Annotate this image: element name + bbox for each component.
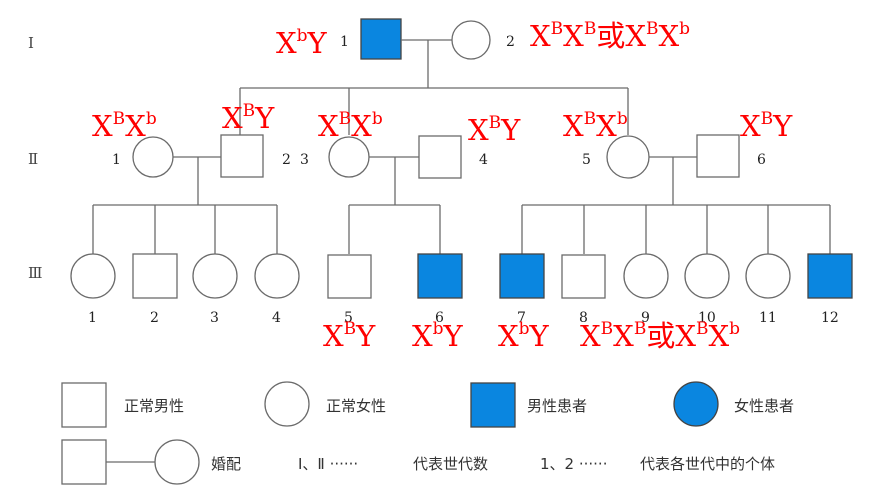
individual-II-4-male — [418, 135, 462, 179]
individual-number: 1 — [112, 152, 121, 168]
legend-marriage-label: 婚配 — [211, 455, 241, 473]
individual-III-4-female — [254, 253, 300, 299]
legend-generation-symbols: Ⅰ、Ⅱ ······ — [298, 455, 358, 473]
individual-number: 6 — [757, 152, 766, 168]
individual-number: 12 — [821, 310, 839, 326]
individual-number: 5 — [582, 152, 591, 168]
genotype-I-1: XbY — [276, 26, 328, 60]
legend-individual-symbols: 1、2 ······ — [540, 455, 607, 473]
genotype-III-6: XbY — [412, 319, 464, 353]
individual-number: 3 — [300, 152, 309, 168]
individual-number: 9 — [641, 310, 650, 326]
individual-number: 11 — [759, 310, 777, 326]
generation-label-II: Ⅱ — [28, 150, 38, 168]
legend: 正常男性 正常女性 男性患者 女性患者 婚配 Ⅰ、Ⅱ ······ 代表世代数 … — [61, 381, 794, 485]
individual-number: 7 — [517, 310, 526, 326]
generation-label-I: Ⅰ — [28, 34, 34, 52]
individual-III-8-male — [561, 254, 606, 299]
legend-normal-male-symbol — [61, 382, 107, 428]
generation-label-III: Ⅲ — [28, 264, 42, 282]
individual-III-5-male — [327, 254, 372, 299]
genotype-annotations: XbY XBXB或XBXb XBXb XBY XBXb XBY XBXb XBY… — [92, 19, 793, 353]
individual-III-12-affected-male — [807, 253, 853, 299]
legend-normal-male-label: 正常男性 — [124, 397, 184, 415]
individual-number: 3 — [210, 310, 219, 326]
individual-I-1-affected-male — [360, 18, 402, 60]
legend-affected-female-symbol — [673, 381, 719, 427]
individual-number: 4 — [272, 310, 281, 326]
individual-III-10-female — [684, 253, 730, 299]
individual-number: 2 — [506, 34, 515, 50]
legend-affected-male-label: 男性患者 — [527, 397, 587, 415]
individual-III-3-female — [192, 253, 238, 299]
genotype-III-5: XBY — [323, 319, 376, 353]
individual-II-1-female — [132, 136, 174, 178]
individual-number: 5 — [344, 310, 353, 326]
legend-normal-female-symbol — [264, 381, 310, 427]
legend-individual-meaning: 代表各世代中的个体 — [640, 455, 775, 473]
legend-affected-female-label: 女性患者 — [734, 397, 794, 415]
individual-III-7-affected-male — [499, 253, 545, 299]
gen-II: 1 2 3 4 5 6 — [92, 134, 831, 254]
individual-III-6-affected-male — [417, 253, 463, 299]
genotype-III-8: XBXB或XBXb — [580, 319, 740, 353]
individual-III-9-female — [623, 253, 669, 299]
genotype-II-2: XBY — [222, 101, 275, 135]
legend-affected-male-symbol — [470, 382, 516, 428]
individual-number: 1 — [88, 310, 97, 326]
genotype-II-1: XBXb — [92, 109, 157, 143]
legend-marriage-female-symbol — [154, 439, 200, 485]
legend-generation-meaning: 代表世代数 — [413, 455, 488, 473]
individual-number: 6 — [435, 310, 444, 326]
legend-normal-female-label: 正常女性 — [326, 397, 386, 415]
individual-number: 8 — [579, 310, 588, 326]
individual-I-2-female — [451, 20, 491, 60]
individual-number: 4 — [479, 152, 488, 168]
gen-I: 1 2 — [239, 18, 629, 135]
individual-III-2-male — [132, 253, 178, 299]
legend-marriage-male-symbol — [61, 439, 107, 485]
individual-III-11-female — [745, 253, 791, 299]
individual-number: 1 — [340, 34, 349, 50]
genotype-II-5: XBXb — [563, 109, 628, 143]
individual-number: 10 — [698, 310, 716, 326]
individual-II-6-male — [696, 134, 740, 178]
individual-III-1-female — [70, 253, 116, 299]
individual-II-3-female — [328, 136, 370, 178]
genotype-II-3: XBXb — [318, 109, 383, 143]
individual-number: 2 — [282, 152, 291, 168]
genotype-I-2: XBXB或XBXb — [530, 19, 690, 53]
genotype-III-7: XbY — [498, 319, 550, 353]
individual-II-2-male — [220, 134, 264, 178]
genotype-II-6: XBY — [740, 109, 793, 143]
individual-number: 2 — [150, 310, 159, 326]
genotype-II-4: XBY — [468, 113, 521, 147]
gen-III: 1 2 3 4 5 6 7 8 9 10 11 12 — [70, 253, 853, 326]
